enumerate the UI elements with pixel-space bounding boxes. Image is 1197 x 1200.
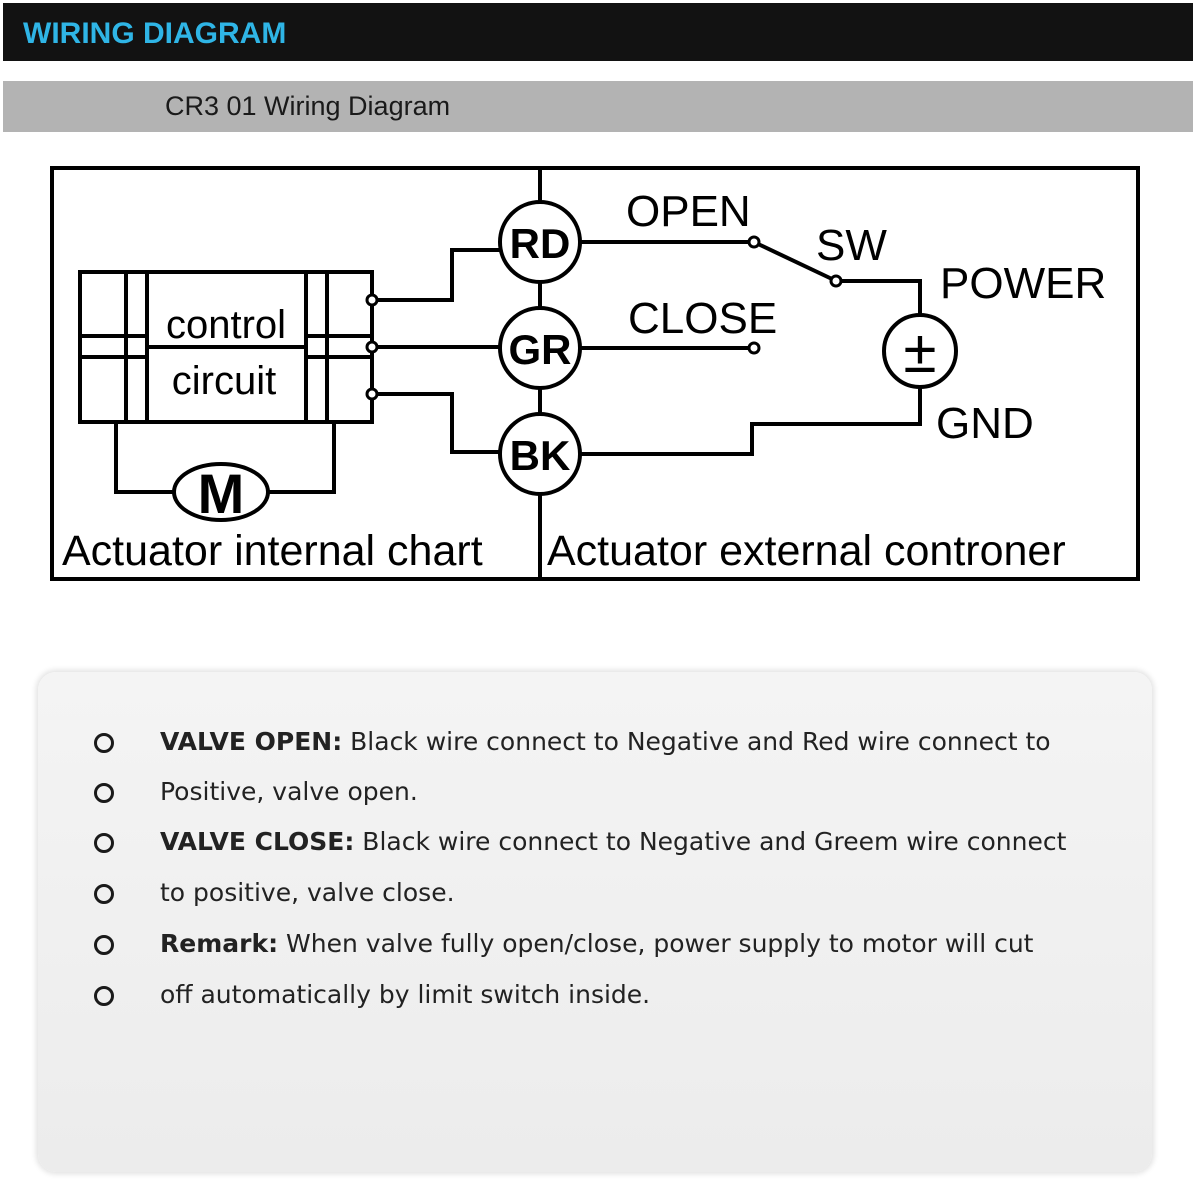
header-bar: WIRING DIAGRAM	[3, 3, 1193, 61]
motor-loop	[114, 422, 336, 522]
control-label: control	[166, 303, 286, 347]
bullet-icon	[94, 986, 114, 1006]
external-caption: Actuator external controner	[547, 527, 1066, 575]
note-body: Black wire connect to Negative and Red w…	[342, 727, 1051, 756]
note-item: VALVE CLOSE: Black wire connect to Negat…	[38, 824, 1152, 864]
connector-dot-top	[365, 293, 379, 307]
circuit-label: circuit	[172, 359, 276, 403]
power-label: POWER	[940, 259, 1106, 308]
power-symbol: ±	[904, 318, 937, 385]
bullet-icon	[94, 833, 114, 853]
diagram-frame	[50, 166, 1140, 581]
terminal-bk-label: BK	[510, 432, 571, 479]
close-label: CLOSE	[628, 294, 777, 343]
open-contact-dot	[747, 235, 761, 249]
note-body: off automatically by limit switch inside…	[160, 980, 651, 1009]
wiring-diagram: control circuit M RD GR BK ± OPEN CLOSE …	[50, 166, 1140, 581]
open-label: OPEN	[626, 187, 751, 236]
note-item: to positive, valve close.	[38, 875, 1152, 915]
note-body: When valve fully open/close, power suppl…	[278, 929, 1034, 958]
note-item: VALVE OPEN: Black wire connect to Negati…	[38, 724, 1152, 764]
note-heading: VALVE CLOSE:	[160, 827, 355, 856]
notes-panel: VALVE OPEN: Black wire connect to Negati…	[38, 672, 1152, 1172]
note-item: Positive, valve open.	[38, 774, 1152, 814]
subheader-bar: CR3 01 Wiring Diagram	[3, 81, 1193, 132]
power-source-circle	[882, 313, 958, 389]
bullet-icon	[94, 884, 114, 904]
gnd-label: GND	[936, 399, 1034, 448]
note-heading: Remark:	[160, 929, 279, 958]
switch-pivot-dot	[829, 274, 843, 288]
note-body: to positive, valve close.	[160, 878, 455, 907]
terminal-gr-label: GR	[509, 326, 572, 373]
internal-wires	[376, 248, 500, 454]
note-item: Remark: When valve fully open/close, pow…	[38, 926, 1152, 966]
page-title: WIRING DIAGRAM	[23, 17, 287, 50]
note-heading: VALVE OPEN:	[160, 727, 343, 756]
motor-label: M	[198, 462, 245, 525]
control-circuit-block	[78, 270, 374, 424]
connector-dot-middle	[365, 340, 379, 354]
external-wires	[580, 240, 922, 456]
switch-label: SW	[816, 221, 887, 270]
connector-dot-bottom	[365, 387, 379, 401]
terminal-rd-label: RD	[510, 220, 571, 267]
internal-caption: Actuator internal chart	[62, 527, 483, 575]
bullet-icon	[94, 783, 114, 803]
note-body: Positive, valve open.	[160, 777, 418, 806]
bullet-icon	[94, 935, 114, 955]
close-contact-dot	[747, 341, 761, 355]
diagram-title: CR3 01 Wiring Diagram	[165, 91, 451, 121]
note-body: Black wire connect to Negative and Greem…	[354, 827, 1067, 856]
bullet-icon	[94, 733, 114, 753]
note-item: off automatically by limit switch inside…	[38, 977, 1152, 1017]
